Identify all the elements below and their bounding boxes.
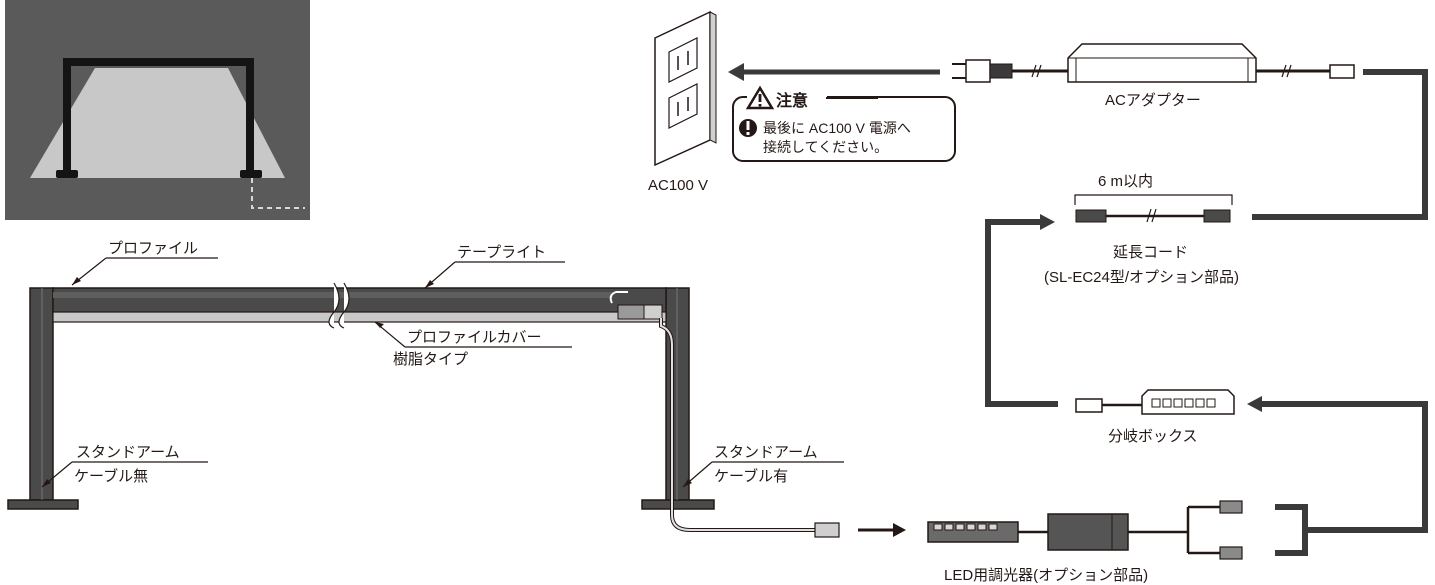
- label-outlet: AC100 V: [648, 177, 708, 194]
- connect-junction-extension: [985, 219, 1058, 407]
- connect-adapter-extension: [1252, 69, 1428, 220]
- label-tape-light: テープライト: [457, 244, 546, 261]
- product-thumbnail: [5, 0, 310, 220]
- caution-box: 注意 最後に AC100 V 電源へ 接続してください。: [732, 84, 956, 162]
- dimmer-output-bracket: [1275, 504, 1308, 556]
- exclamation-circle-icon: [739, 119, 757, 137]
- label-junction-box: 分岐ボックス: [1108, 428, 1198, 445]
- label-extension-cord: 延長コード: [1113, 244, 1188, 261]
- junction-box: 分岐ボックス: [1075, 389, 1235, 445]
- profile-bar: [52, 287, 667, 323]
- caution-title: 注意: [776, 91, 808, 110]
- warning-triangle-icon: [745, 85, 775, 110]
- ac-adapter: ACアダプター: [952, 43, 1355, 109]
- label-stand-arm-left: スタンドアーム: [76, 444, 180, 461]
- label-dimmer: LED用調光器(オプション部品): [944, 567, 1148, 584]
- profile-assembly: [7, 282, 840, 538]
- label-extension-cord-model: (SL-EC24型/オプション部品): [1044, 269, 1239, 286]
- wall-outlet: AC100 V: [648, 10, 717, 194]
- connect-dimmer-junction: [1262, 401, 1428, 533]
- label-profile-cover: プロファイルカバー: [407, 329, 542, 346]
- label-cable-present: ケーブル有: [714, 467, 788, 485]
- label-length: 6 m以内: [1098, 173, 1153, 190]
- stand-arm-left: [7, 287, 79, 510]
- extension-cord: 6 m以内 延長コード (SL-EC24型/オプション部品): [1044, 173, 1239, 286]
- led-dimmer: LED用調光器(オプション部品): [927, 500, 1243, 584]
- label-resin-type: 樹脂タイプ: [393, 351, 468, 368]
- label-stand-arm-right: スタンドアーム: [714, 444, 818, 461]
- caution-line-1: 最後に AC100 V 電源へ: [763, 120, 911, 136]
- label-cable-none: ケーブル無: [74, 467, 148, 485]
- callouts: プロファイル テープライト プロファイルカバー 樹脂タイプ スタンドアーム ケー…: [41, 240, 844, 488]
- label-profile: プロファイル: [108, 240, 198, 257]
- caution-line-2: 接続してください。: [763, 139, 888, 155]
- label-ac-adapter: ACアダプター: [1105, 92, 1201, 109]
